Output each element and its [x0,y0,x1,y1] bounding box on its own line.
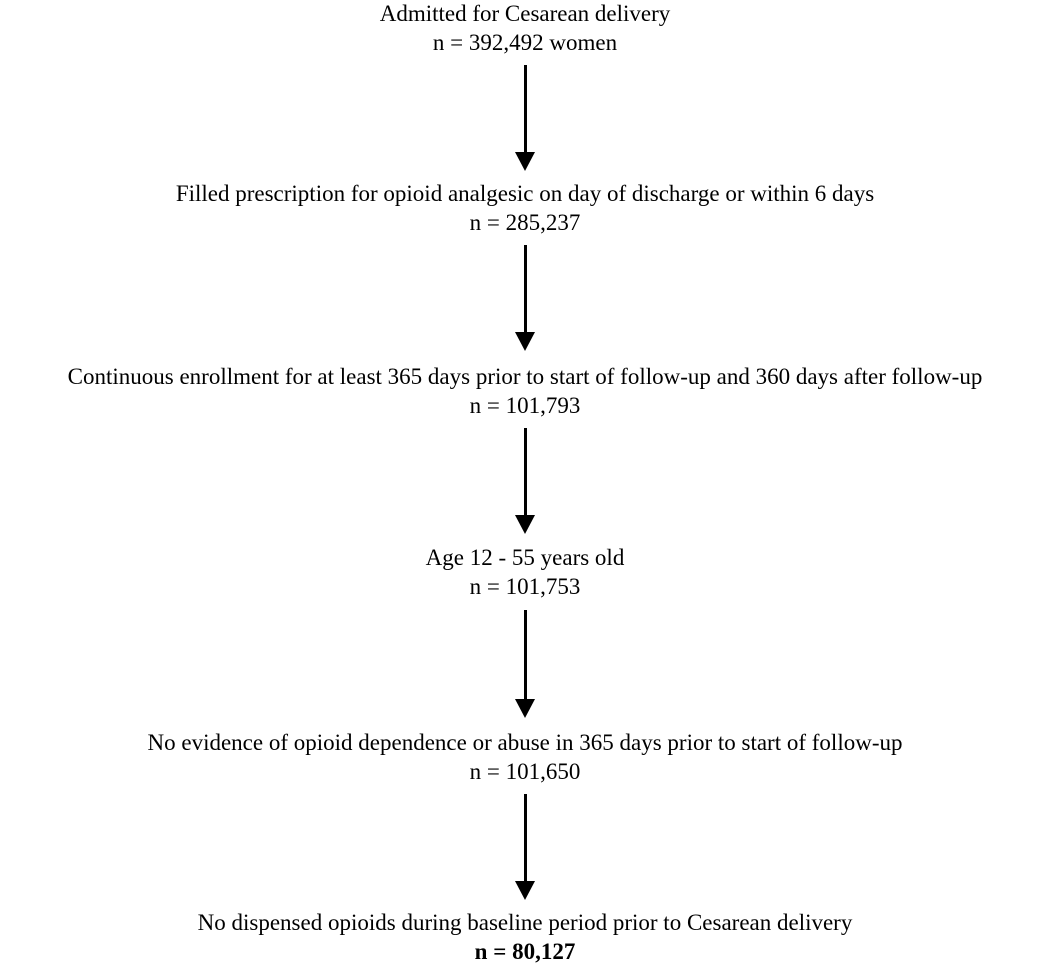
step-count: n = 285,237 [469,210,581,235]
arrow-shaft [524,610,527,702]
arrow-shaft [524,245,527,335]
arrow-shaft [524,65,527,155]
step-count: n = 101,650 [469,759,581,784]
step-label: Admitted for Cesarean delivery [379,1,671,26]
arrow-head [515,699,535,718]
step-count: n = 101,753 [469,574,581,599]
down-arrow-icon [515,428,535,534]
flow-step-age-range: Age 12 - 55 years old n = 101,753 [0,543,1050,601]
flow-step-continuous-enrollment: Continuous enrollment for at least 365 d… [0,362,1050,420]
flow-step-admitted: Admitted for Cesarean delivery n = 392,4… [0,0,1050,57]
arrow-head [515,152,535,171]
step-label: Filled prescription for opioid analgesic… [175,181,875,206]
step-label: No evidence of opioid dependence or abus… [147,730,903,755]
down-arrow-icon [515,65,535,171]
step-label: Continuous enrollment for at least 365 d… [67,364,983,389]
step-count: n = 101,793 [469,393,581,418]
final-cohort-count: n = 80,127 [474,939,576,964]
down-arrow-icon [515,245,535,351]
down-arrow-icon [515,610,535,718]
arrow-head [515,332,535,351]
arrow-shaft [524,428,527,518]
flow-step-opioid-prescription: Filled prescription for opioid analgesic… [0,179,1050,237]
arrow-head [515,515,535,534]
arrow-shaft [524,794,527,884]
flow-step-final-cohort: No dispensed opioids during baseline per… [0,908,1050,966]
arrow-head [515,881,535,900]
step-label: Age 12 - 55 years old [425,545,625,570]
step-count: n = 392,492 women [432,30,618,55]
down-arrow-icon [515,794,535,900]
step-label: No dispensed opioids during baseline per… [197,910,853,935]
flow-step-no-opioid-dependence: No evidence of opioid dependence or abus… [0,728,1050,786]
